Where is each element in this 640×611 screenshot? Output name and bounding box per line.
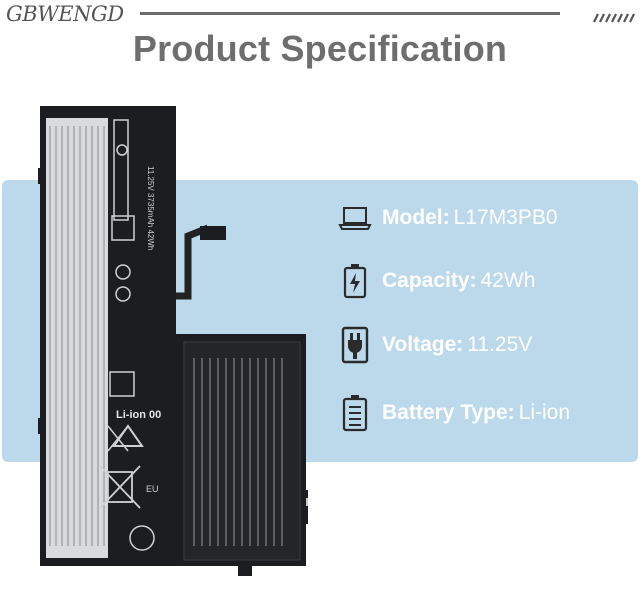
eu-mark: EU xyxy=(146,484,159,494)
plug-icon xyxy=(338,326,372,364)
spec-row-capacity: Capacity:42Wh xyxy=(338,261,535,301)
battery-charge-icon xyxy=(338,263,372,299)
brand-logo: GBWENGD xyxy=(6,2,124,26)
spec-label: Voltage: xyxy=(382,333,464,356)
hatch-decoration xyxy=(593,13,635,23)
spec-row-battery-type: Battery Type:Li-ion xyxy=(338,393,570,433)
cell-type-text: Li-ion 00 xyxy=(116,409,161,421)
header-divider xyxy=(140,12,560,15)
battery-list-icon xyxy=(338,395,372,432)
spec-row-model: Model:L17M3PB0 xyxy=(338,198,558,238)
spec-label: Capacity: xyxy=(382,269,477,292)
spec-label: Battery Type: xyxy=(382,401,515,424)
page-title: Product Specification xyxy=(132,28,508,69)
spec-value: 42Wh xyxy=(480,269,536,292)
spec-value: 11.25V xyxy=(467,333,533,356)
laptop-icon xyxy=(338,200,372,236)
spec-row-voltage: Voltage:11.25V xyxy=(338,325,532,365)
spec-value: L17M3PB0 xyxy=(453,206,558,229)
spec-value: Li-ion xyxy=(518,401,571,424)
spec-label: Model: xyxy=(382,206,450,229)
battery-illustration: Li-ion 00 EU 11.25V 3735mAh 42Wh xyxy=(38,106,308,576)
rating-text: 11.25V 3735mAh 42Wh xyxy=(146,166,155,250)
